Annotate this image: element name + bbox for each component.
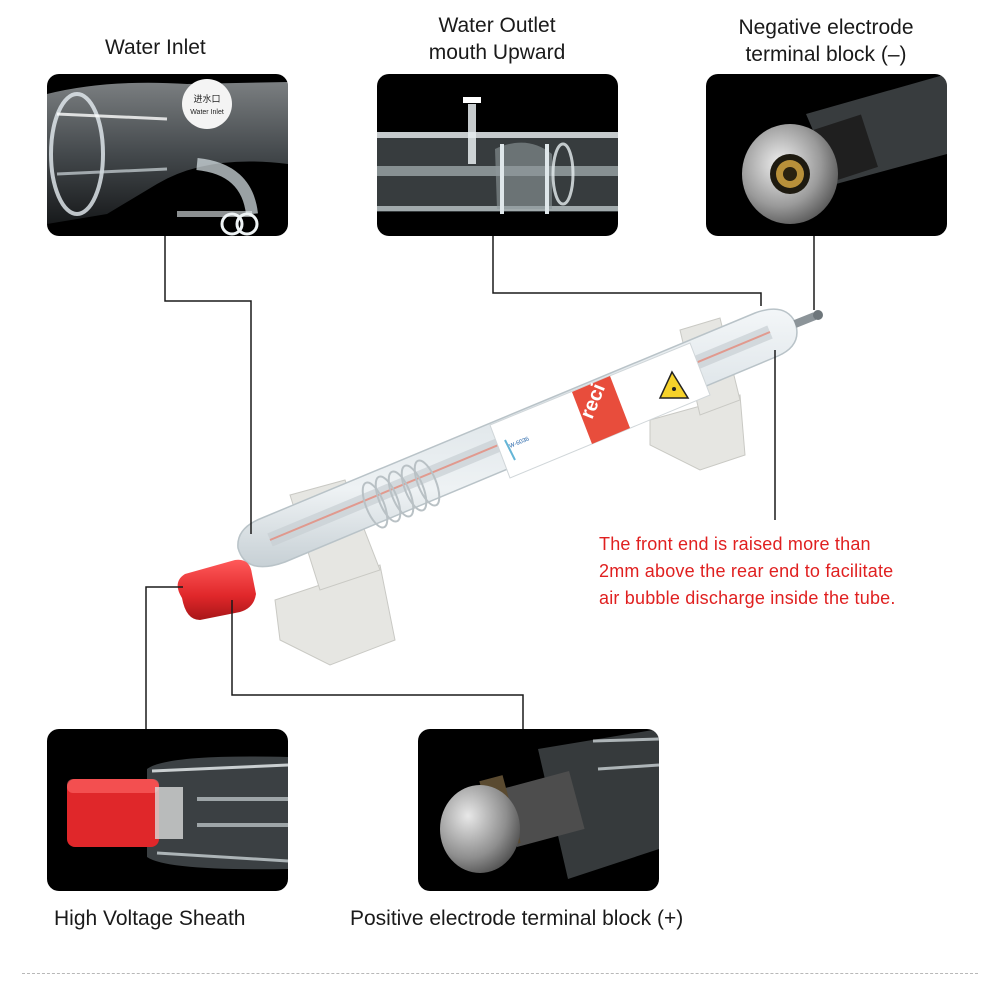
high-voltage-sheath-photo bbox=[67, 756, 288, 870]
drainage-note: The front end is raised more than 2mm ab… bbox=[599, 531, 979, 612]
leader-water-inlet bbox=[164, 236, 252, 534]
note-line-1: The front end is raised more than bbox=[599, 534, 871, 554]
label-negative-line2: terminal block (–) bbox=[745, 43, 907, 66]
inset-water-inlet: 进水口 Water Inlet bbox=[47, 74, 288, 236]
water-outlet-photo bbox=[377, 97, 618, 214]
sticker-cn-text: 进水口 bbox=[193, 93, 220, 104]
high-voltage-red-cap bbox=[177, 559, 256, 620]
label-water-outlet: Water Outlet mouth Upward bbox=[422, 12, 572, 66]
leader-high-voltage bbox=[145, 586, 183, 729]
label-high-voltage-sheath: High Voltage Sheath bbox=[54, 907, 246, 930]
leader-lines bbox=[145, 236, 815, 729]
negative-electrode-photo bbox=[742, 74, 947, 224]
sticker-en-text: Water Inlet bbox=[190, 109, 224, 116]
label-water-outlet-line2: mouth Upward bbox=[428, 41, 566, 64]
laser-warning-icon bbox=[658, 370, 690, 399]
water-inlet-sticker: 进水口 Water Inlet bbox=[182, 79, 232, 129]
leader-water-outlet bbox=[492, 236, 762, 306]
inset-negative-electrode bbox=[706, 74, 947, 236]
note-line-2: 2mm above the rear end to facilitate bbox=[599, 561, 894, 581]
water-inlet-photo: 进水口 Water Inlet bbox=[47, 79, 288, 236]
bottom-divider bbox=[22, 973, 978, 974]
tube-label: reci W-6036 bbox=[489, 342, 711, 479]
label-negative-electrode: Negative electrode terminal block (–) bbox=[726, 14, 926, 68]
rear-electrode-pin bbox=[793, 312, 817, 328]
gas-return-coil bbox=[361, 459, 441, 529]
leader-positive bbox=[231, 600, 524, 729]
label-water-inlet: Water Inlet bbox=[105, 36, 206, 59]
inset-high-voltage-sheath bbox=[47, 729, 288, 891]
label-negative-line1: Negative electrode bbox=[738, 16, 914, 39]
inset-water-outlet bbox=[377, 74, 618, 236]
inset-positive-electrode bbox=[418, 729, 659, 891]
label-water-outlet-line1: Water Outlet bbox=[438, 14, 556, 37]
positive-electrode-photo bbox=[440, 729, 659, 879]
label-positive-electrode: Positive electrode terminal block (+) bbox=[350, 907, 684, 930]
note-line-3: air bubble discharge inside the tube. bbox=[599, 588, 896, 608]
